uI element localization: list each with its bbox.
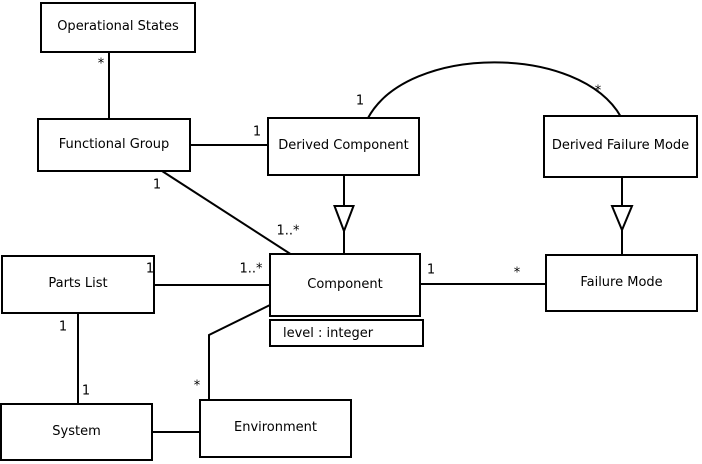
generalization-arrow-failure-mode <box>610 205 634 233</box>
multiplicity-label: 1 <box>81 383 91 399</box>
class-system: System <box>0 403 153 461</box>
multiplicity-label: * <box>97 56 105 72</box>
class-name-label: Parts List <box>48 276 108 292</box>
multiplicity-label: 1..* <box>276 223 300 239</box>
association-functional-group-component <box>161 170 293 256</box>
attribute-label: level : integer <box>283 325 374 341</box>
class-name-label: Derived Failure Mode <box>551 138 690 154</box>
class-name-label: Derived Component <box>278 138 409 154</box>
multiplicity-label: 1 <box>252 124 262 140</box>
multiplicity-label: 1 <box>426 262 436 278</box>
class-failure-mode: Failure Mode <box>545 254 698 312</box>
class-operational-states: Operational States <box>40 2 196 53</box>
component-attribute-compartment: level : integer <box>269 319 424 347</box>
class-name-label: Environment <box>233 420 317 436</box>
generalization-arrow-component <box>333 205 355 234</box>
class-parts-list: Parts List <box>1 255 155 314</box>
association-arc-derived-component-derived-failure-mode <box>367 61 622 119</box>
class-name-label: Functional Group <box>58 136 170 152</box>
class-environment: Environment <box>199 399 352 458</box>
association-component-environment <box>208 304 271 401</box>
multiplicity-label: 1..* <box>239 261 263 277</box>
class-functional-group: Functional Group <box>37 118 191 172</box>
class-component: Component <box>269 253 421 317</box>
class-name-label: Component <box>307 276 383 292</box>
class-derived-failure-mode: Derived Failure Mode <box>543 115 698 178</box>
multiplicity-label: * <box>594 83 602 99</box>
multiplicity-label: 1 <box>145 261 155 277</box>
multiplicity-label: 1 <box>58 319 68 335</box>
class-name-label: Operational States <box>57 19 179 35</box>
multiplicity-label: * <box>193 378 201 394</box>
multiplicity-label: 1 <box>355 93 365 109</box>
multiplicity-label: 1 <box>152 177 162 193</box>
class-name-label: Failure Mode <box>580 274 663 290</box>
multiplicity-label: * <box>513 265 521 281</box>
class-derived-component: Derived Component <box>267 117 420 176</box>
class-name-label: System <box>52 423 101 439</box>
